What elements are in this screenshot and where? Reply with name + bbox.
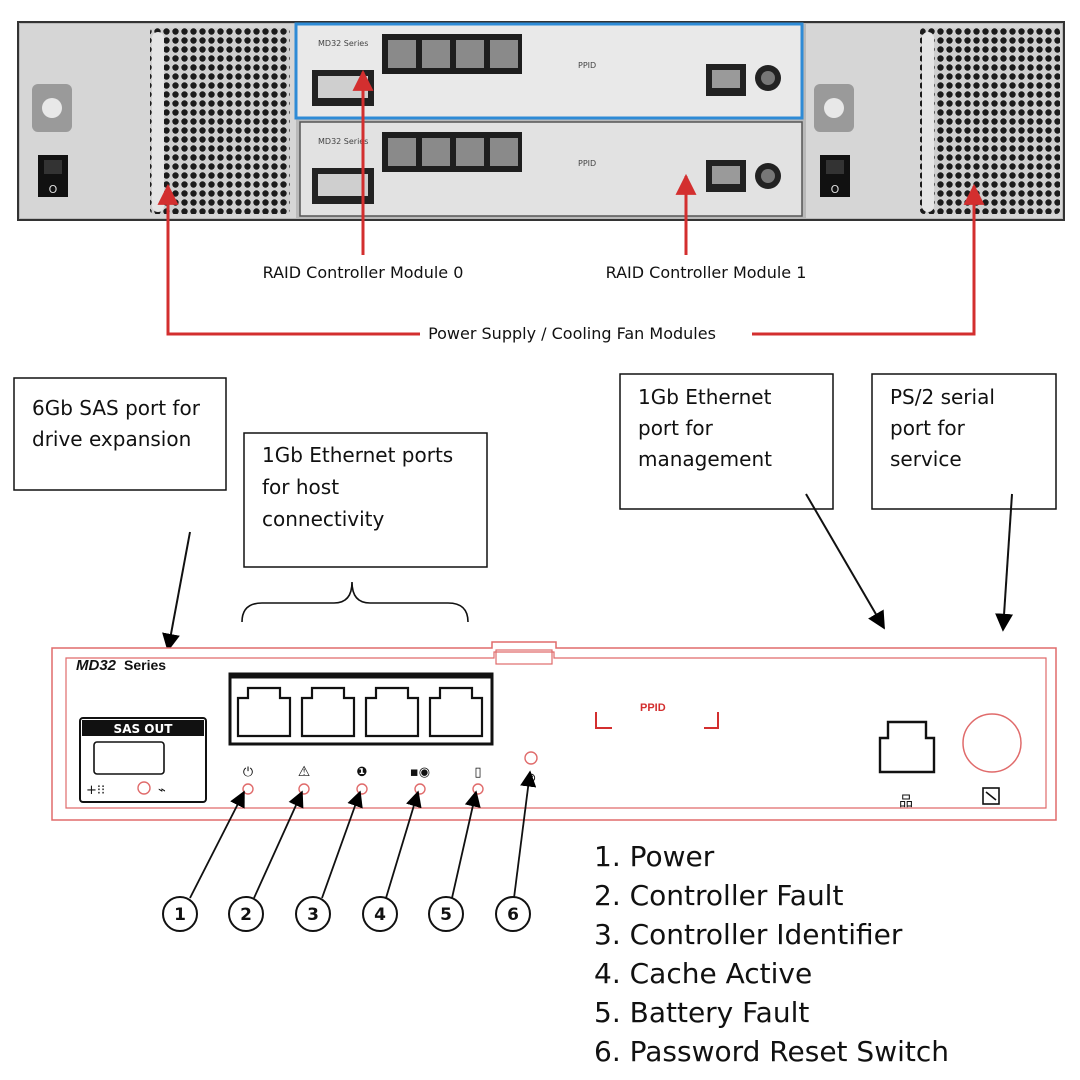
faceplate-ppid: PPID — [640, 702, 666, 714]
arrow-psu-left — [157, 183, 420, 336]
legend-item-cache-active: 4. Cache Active — [594, 957, 812, 990]
psu-left: O — [20, 24, 296, 218]
callout-host-line3: connectivity — [262, 507, 385, 531]
serial-icon — [982, 787, 1000, 805]
enclosure-rear-view: O O MD32 Series PPID — [17, 21, 1065, 221]
callout-sas: 6Gb SAS port for drive expansion — [13, 377, 227, 491]
fault-led — [298, 783, 310, 795]
callout-host-ports: 1Gb Ethernet ports for host connectivity — [243, 432, 488, 568]
svg-text:5: 5 — [440, 905, 452, 925]
battery-icon: ▯ — [474, 765, 481, 780]
password-reset-switch[interactable] — [524, 751, 538, 765]
callout-mgmt-line1: 1Gb Ethernet — [638, 385, 772, 409]
svg-text:1: 1 — [174, 905, 186, 925]
arrow-serial — [995, 493, 1014, 632]
host-port-4[interactable] — [428, 686, 484, 738]
host-ports-brace — [241, 581, 469, 623]
arrow-psu-right — [752, 183, 985, 336]
indicator-number-1: 1 — [162, 896, 198, 932]
network-icon: 品 — [899, 794, 913, 810]
svg-text:O: O — [49, 183, 58, 196]
psu-fan-label: Power Supply / Cooling Fan Modules — [428, 324, 716, 343]
legend-item-battery-fault: 5. Battery Fault — [594, 996, 809, 1029]
svg-text:3: 3 — [307, 905, 319, 925]
legend-item-password-reset-switch: 6. Password Reset Switch — [594, 1035, 949, 1068]
sas-out-label: SAS OUT — [114, 722, 174, 736]
module-ppid: PPID — [578, 61, 596, 70]
indicator-number-5: 5 — [428, 896, 464, 932]
svg-text:2: 2 — [240, 905, 252, 925]
legend-item-controller-identifier: 3. Controller Identifier — [594, 918, 903, 951]
raid-controller-module-0[interactable]: MD32 Series PPID — [294, 22, 804, 120]
arrow-mgmt — [805, 493, 885, 630]
callout-host-line2: for host — [262, 475, 339, 499]
callout-management: 1Gb Ethernet port for management — [619, 373, 834, 510]
management-ethernet-port[interactable]: 品 — [878, 720, 936, 810]
controller-faceplate: MD32 Series SAS OUT +⁝⁝ ⌁ PPID ⏻ — [51, 641, 1057, 821]
series-label: Series — [124, 657, 166, 673]
series-model: MD32 — [76, 657, 117, 674]
arrow-sas — [162, 531, 191, 652]
password-reset-icon: ⊗ — [526, 771, 537, 786]
sas-activity-icon: ⌁ — [158, 783, 166, 798]
callout-mgmt-line3: management — [638, 447, 772, 471]
module-series-label: MD32 Series — [318, 39, 368, 48]
power-led — [242, 783, 254, 795]
indicator-number-6: 6 — [495, 896, 531, 932]
callout-serial-line3: service — [890, 447, 962, 471]
power-icon: ⏻ — [243, 765, 253, 780]
sas-led — [137, 781, 151, 795]
svg-text:O: O — [831, 183, 840, 196]
sas-out-port[interactable]: SAS OUT +⁝⁝ ⌁ — [79, 717, 207, 803]
indicator-callouts: 1 2 3 4 5 6 — [162, 770, 537, 932]
host-ethernet-ports — [228, 672, 494, 746]
indicator-number-3: 3 — [295, 896, 331, 932]
legend-item-power: 1. Power — [594, 840, 715, 873]
svg-text:6: 6 — [507, 905, 519, 925]
callout-host-line1: 1Gb Ethernet ports — [262, 443, 453, 467]
ppid-bracket-right — [704, 712, 719, 729]
host-port-1[interactable] — [236, 686, 292, 738]
svg-text:4: 4 — [374, 905, 386, 925]
ppid-bracket-left — [595, 712, 612, 729]
indicator-legend: 1. Power 2. Controller Fault 3. Controll… — [594, 840, 949, 1068]
callout-serial: PS/2 serial port for service — [871, 373, 1057, 510]
top-arrows — [157, 69, 985, 336]
identifier-icon: ❶ — [356, 765, 367, 780]
callout-serial-line2: port for — [890, 416, 966, 440]
ps2-serial-port[interactable] — [962, 713, 1022, 805]
indicator-number-4: 4 — [362, 896, 398, 932]
callout-serial-line1: PS/2 serial — [890, 385, 995, 409]
indicator-number-2: 2 — [228, 896, 264, 932]
psu-right: O — [806, 24, 1062, 218]
raid-module-0-label: RAID Controller Module 0 — [263, 263, 464, 282]
raid-module-1-label: RAID Controller Module 1 — [606, 263, 807, 282]
host-port-2[interactable] — [300, 686, 356, 738]
raid-controller-module-1[interactable]: MD32 Series PPID — [299, 121, 803, 217]
callout-mgmt-line2: port for — [638, 416, 714, 440]
module-series-label: MD32 Series — [318, 137, 368, 146]
callout-sas-line1: 6Gb SAS port for — [32, 396, 201, 420]
sas-link-icon: +⁝⁝ — [86, 783, 105, 798]
legend-item-controller-fault: 2. Controller Fault — [594, 879, 843, 912]
callout-arrows — [162, 493, 1014, 652]
module-ppid: PPID — [578, 159, 596, 168]
host-port-3[interactable] — [364, 686, 420, 738]
callout-sas-line2: drive expansion — [32, 427, 191, 451]
fault-icon: ⚠ — [298, 764, 311, 780]
cache-active-icon: ▪◉ — [410, 765, 430, 780]
